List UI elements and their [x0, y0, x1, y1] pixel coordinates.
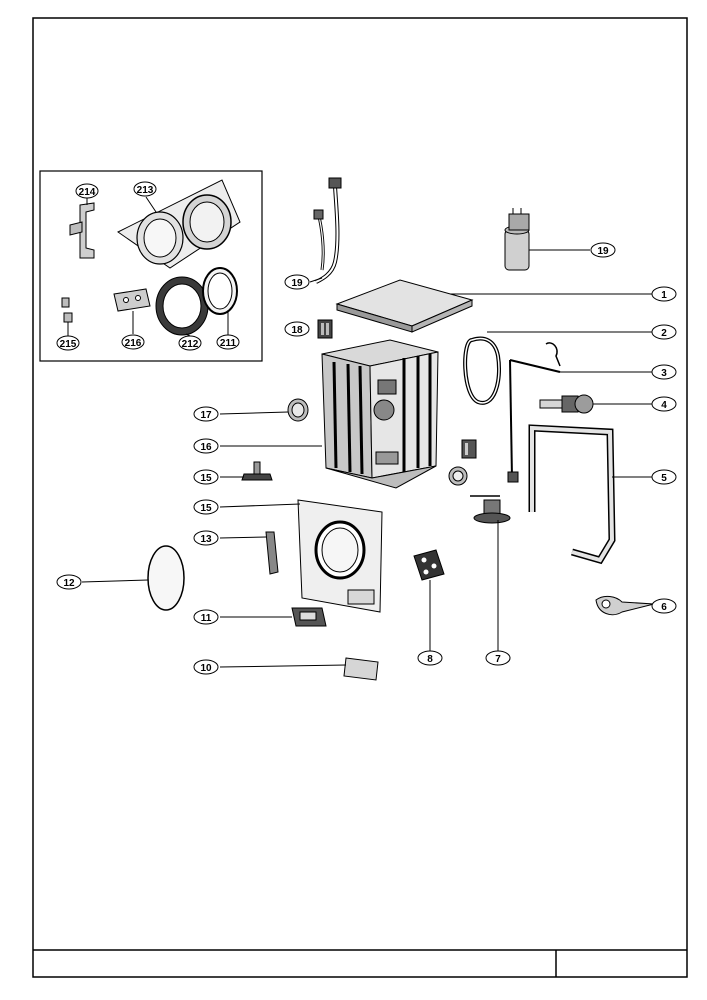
callout-10: 10 — [193, 659, 219, 675]
svg-text:212: 212 — [182, 339, 199, 350]
part-19-inlet-hose — [309, 177, 342, 284]
callout-12: 12 — [56, 574, 82, 590]
svg-text:18: 18 — [291, 325, 303, 336]
svg-text:5: 5 — [661, 473, 667, 484]
svg-text:15: 15 — [200, 473, 212, 484]
svg-text:19: 19 — [597, 246, 609, 257]
svg-text:11: 11 — [201, 613, 212, 624]
part-3-heater-wire — [507, 342, 652, 483]
svg-text:16: 16 — [200, 442, 212, 453]
callout-13: 13 — [193, 530, 219, 546]
part-16-cabinet — [220, 339, 439, 489]
part-10-panel — [219, 657, 379, 681]
part-15-foot — [220, 461, 273, 481]
callout-4: 4 — [651, 396, 677, 412]
svg-text:211: 211 — [220, 338, 237, 349]
part-6-clamp — [595, 595, 655, 616]
svg-text:4: 4 — [661, 400, 667, 411]
svg-text:10: 10 — [200, 663, 212, 674]
callout-213: 213 — [133, 181, 157, 197]
svg-text:214: 214 — [79, 187, 96, 198]
part-small-cap — [448, 466, 468, 486]
page-frame — [32, 17, 688, 978]
svg-text:17: 17 — [200, 410, 212, 421]
callout-19-suppressor: 19 — [590, 242, 616, 258]
svg-text:215: 215 — [60, 339, 77, 350]
svg-text:1: 1 — [661, 290, 667, 301]
svg-text:13: 13 — [200, 534, 212, 545]
callout-2: 2 — [651, 324, 677, 340]
part-1-top-cover — [335, 279, 652, 333]
part-214-hinge — [69, 198, 95, 259]
part-17-knob — [219, 398, 309, 422]
inset-frame — [39, 170, 263, 362]
callout-6: 6 — [651, 598, 677, 614]
callout-215: 215 — [56, 335, 80, 351]
svg-text:216: 216 — [125, 338, 142, 349]
callout-8: 8 — [417, 650, 443, 666]
part-12-oval — [81, 545, 185, 611]
part-7-pressure-switch — [470, 495, 511, 652]
part-11-bracket — [220, 607, 327, 627]
callout-216: 216 — [121, 334, 145, 350]
callout-1: 1 — [651, 286, 677, 302]
callout-212: 212 — [178, 335, 202, 351]
part-5-drain-hose — [528, 424, 652, 565]
svg-text:213: 213 — [137, 185, 154, 196]
part-8-control — [413, 549, 445, 652]
svg-text:19: 19 — [291, 278, 303, 289]
part-212-ring — [155, 276, 209, 337]
svg-text:3: 3 — [661, 368, 667, 379]
svg-text:12: 12 — [63, 578, 75, 589]
part-4-pump — [539, 394, 652, 414]
part-2-gasket — [463, 331, 652, 405]
callout-7: 7 — [485, 650, 511, 666]
part-213-door — [117, 179, 241, 269]
svg-text:2: 2 — [661, 328, 667, 339]
callout-19-hose: 19 — [284, 274, 310, 290]
door-assembly-inset — [39, 170, 263, 362]
part-18-clip — [317, 319, 333, 339]
callout-15-panel: 15 — [193, 499, 219, 515]
callout-214: 214 — [75, 183, 99, 199]
part-211-glass — [202, 267, 238, 335]
part-13-handle — [219, 531, 279, 575]
callout-18: 18 — [284, 321, 310, 337]
svg-text:15: 15 — [200, 503, 212, 514]
callout-15-foot: 15 — [193, 469, 219, 485]
part-19-suppressor — [504, 208, 590, 271]
svg-text:6: 6 — [661, 602, 667, 613]
callout-11: 11 — [193, 609, 219, 625]
part-15-front-panel — [219, 499, 383, 613]
part-216-plate — [113, 288, 151, 334]
callout-211: 211 — [216, 334, 240, 350]
callout-5: 5 — [651, 469, 677, 485]
callout-17: 17 — [193, 406, 219, 422]
svg-text:7: 7 — [495, 654, 501, 665]
part-215-catch — [61, 297, 73, 336]
callout-16: 16 — [193, 438, 219, 454]
part-small-bracket — [461, 439, 477, 459]
callout-3: 3 — [651, 364, 677, 380]
callouts: 214 213 215 216 212 211 19 19 1 18 2 3 4… — [56, 181, 677, 675]
svg-text:8: 8 — [427, 654, 433, 665]
